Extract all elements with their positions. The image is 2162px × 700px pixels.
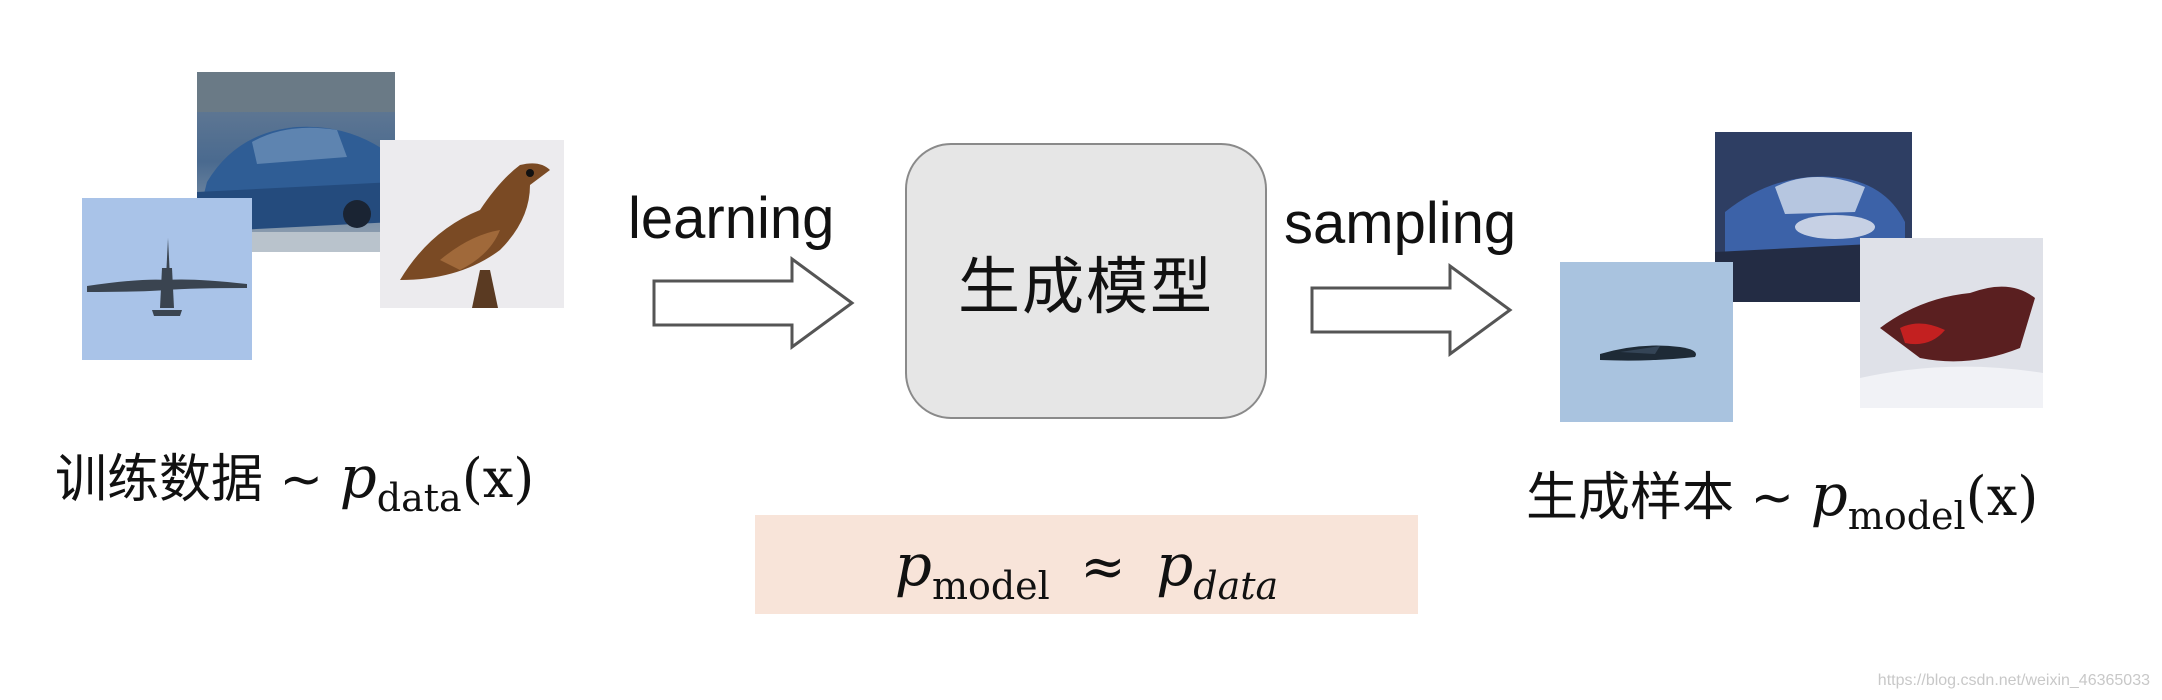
training-data-caption: 训练数据 ~ pdata(x) (55, 448, 534, 517)
formula-lhs-var: p (894, 530, 932, 599)
training-data-caption-var: p (339, 443, 377, 511)
training-data-caption-sub: data (376, 476, 462, 520)
formula-lhs-sub: model (931, 563, 1050, 608)
generated-samples-caption: 生成样本 ~ pmodel(x) (1526, 466, 2038, 535)
training-image-bird (380, 140, 564, 308)
formula-rhs-var: p (1156, 530, 1194, 599)
learning-arrow-icon (652, 256, 855, 350)
training-data-caption-text: 训练数据 ~ (55, 450, 340, 510)
learning-label: learning (628, 186, 835, 251)
training-data-caption-arg: (x) (461, 447, 535, 510)
formula-approx-op: ≈ (1080, 534, 1126, 598)
generated-image-bird (1860, 238, 2043, 408)
watermark: https://blog.csdn.net/weixin_46365033 (1877, 672, 2150, 689)
formula-box: pmodel ≈ pdata (755, 515, 1418, 614)
generated-image-plane (1560, 262, 1733, 422)
formula-rhs-sub: data (1193, 563, 1279, 608)
generated-samples-caption-arg: (x) (1965, 465, 2039, 528)
formula: pmodel ≈ pdata (895, 536, 1278, 605)
generated-samples-caption-var: p (1810, 461, 1848, 529)
sampling-label: sampling (1284, 191, 1517, 256)
sampling-arrow-icon (1310, 263, 1513, 357)
generative-model-label: 生成模型 (957, 250, 1214, 323)
training-image-plane (82, 198, 252, 360)
generated-samples-caption-text: 生成样本 ~ (1526, 468, 1811, 528)
generated-samples-caption-sub: model (1847, 494, 1966, 538)
generative-model-box: 生成模型 (905, 143, 1267, 419)
